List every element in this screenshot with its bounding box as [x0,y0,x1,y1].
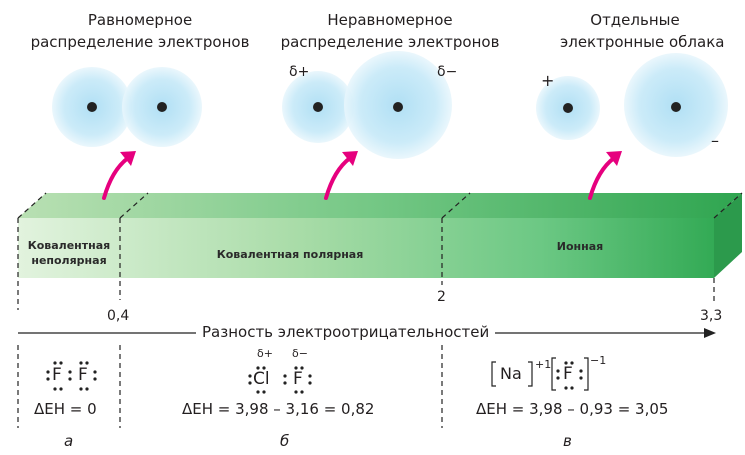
nucleus-dot [157,102,167,112]
arrow-head [120,151,136,166]
charge-delta-minus: δ− [437,64,458,80]
boundary-lines [17,192,743,428]
axis-label: Разность электроотрицательностей [196,323,496,341]
header-equal: Равномерное распределение электронов [30,11,250,51]
tick-0-4: 0,4 [107,308,130,324]
fluorine-atom: F [78,365,88,385]
tick-3-3: 3,3 [700,308,723,324]
fluoride-ion: F [563,364,573,384]
nucleus-dot [393,102,403,112]
nucleus-dot [313,102,323,112]
equation-b: ΔЕН = 3,98 – 3,16 = 0,82 [182,400,375,418]
label-b: б [280,432,290,450]
band-label-nonpolar: Ковалентная неполярная [27,239,111,267]
cloud-pair-separate [536,53,728,157]
arrow-head [606,151,622,166]
sodium-ion: Na [500,364,522,383]
header-separate: Отдельные электронные облака [560,11,725,51]
nucleus-dot [671,102,681,112]
charge-delta-plus: δ+ [289,64,310,80]
fluorine-atom: F [293,369,303,389]
charge-plus: + [541,71,555,90]
nucleus-dot [563,103,573,113]
cloud-pair-equal [52,67,202,147]
bond-type-band [18,193,742,278]
fluoride-charge: −1 [590,354,607,367]
charge-minus: – [711,131,719,150]
band-label-polar: Ковалентная полярная [216,248,364,261]
ion-brackets [491,357,589,391]
cloud-pair-unequal [282,51,452,159]
label-a: а [64,432,74,450]
chlorine-atom: Cl [253,369,270,389]
arrow-head [342,151,358,166]
fluorine-atom: F [52,365,62,385]
equation-c: ΔЕН = 3,98 – 0,93 = 3,05 [476,400,669,418]
sodium-charge: +1 [535,358,552,371]
header-unequal: Неравномерное распределение электронов [280,11,500,51]
label-c: в [563,432,572,450]
partial-charge-minus: δ− [292,347,308,360]
band-label-ionic: Ионная [556,240,604,253]
partial-charge-plus: δ+ [257,347,273,360]
nucleus-dot [87,102,97,112]
tick-2: 2 [437,289,446,305]
lewis-dots [46,361,583,394]
equation-a: ΔЕН = 0 [34,400,97,418]
magenta-arrows [102,156,616,200]
